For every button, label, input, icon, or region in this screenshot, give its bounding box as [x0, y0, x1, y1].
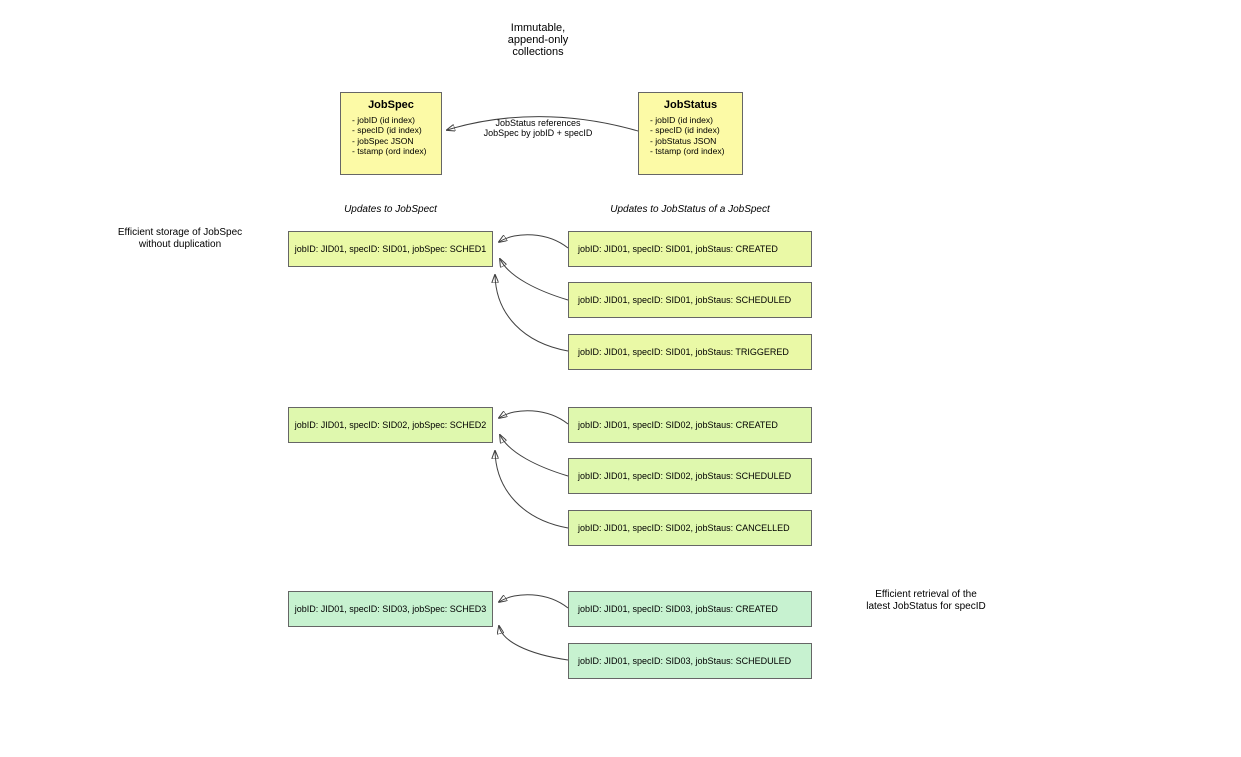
status-edge-sid01-scheduled [500, 259, 569, 301]
left-note: Efficient storage of JobSpec without dup… [80, 227, 280, 251]
column-heading-jobstatus-updates: Updates to JobStatus of a JobSpect [610, 204, 770, 215]
entity-jobstatus: JobStatus - jobID (id index) - specID (i… [638, 92, 743, 175]
right-note-line: Efficient retrieval of the [875, 589, 977, 600]
status-edge-sid03-scheduled [499, 626, 569, 661]
top-note: Immutable, append-only collections [458, 22, 618, 58]
entity-field: - tstamp (ord index) [352, 146, 427, 157]
status-node-text: jobID: JID01, specID: SID02, jobStaus: C… [578, 523, 790, 533]
status-edge-sid02-cancelled [495, 451, 569, 529]
reference-edge-label: JobStatus references JobSpec by jobID + … [438, 118, 638, 138]
entity-field: - jobStatus JSON [650, 135, 717, 146]
status-node-sid01-scheduled: jobID: JID01, specID: SID01, jobStaus: S… [568, 282, 812, 318]
right-note-line: latest JobStatus for specID [866, 601, 986, 612]
top-note-line: append-only [507, 34, 569, 46]
spec-node-text: jobID: JID01, specID: SID02, jobSpec: SC… [294, 420, 487, 430]
spec-node-sid03: jobID: JID01, specID: SID03, jobSpec: SC… [288, 591, 493, 627]
status-edge-sid02-created [499, 410, 569, 425]
status-edge-sid02-scheduled [500, 435, 569, 477]
spec-node-sid01: jobID: JID01, specID: SID01, jobSpec: SC… [288, 231, 493, 267]
entity-field: - jobID (id index) [352, 115, 416, 125]
status-node-text: jobID: JID01, specID: SID02, jobStaus: S… [578, 471, 792, 481]
status-node-sid01-created: jobID: JID01, specID: SID01, jobStaus: C… [568, 231, 812, 267]
left-note-line: Efficient storage of JobSpec [117, 227, 243, 238]
spec-node-text: jobID: JID01, specID: SID01, jobSpec: SC… [294, 244, 487, 254]
entity-field: - jobSpec JSON [352, 135, 414, 146]
top-note-line: collections [512, 46, 564, 58]
status-node-sid03-created: jobID: JID01, specID: SID03, jobStaus: C… [568, 591, 812, 627]
status-edge-sid03-created [499, 594, 569, 609]
status-node-text: jobID: JID01, specID: SID03, jobStaus: S… [578, 656, 792, 666]
entity-jobstatus-title: JobStatus [663, 99, 718, 111]
status-node-sid01-triggered: jobID: JID01, specID: SID01, jobStaus: T… [568, 334, 812, 370]
status-node-sid02-cancelled: jobID: JID01, specID: SID02, jobStaus: C… [568, 510, 812, 546]
entity-field: - specID (id index) [650, 125, 720, 136]
top-note-line: Immutable, [510, 22, 566, 34]
entity-field: - jobID (id index) [650, 115, 714, 125]
reference-edge-label-line: JobSpec by jobID + specID [483, 127, 593, 138]
spec-node-text: jobID: JID01, specID: SID03, jobSpec: SC… [294, 604, 487, 614]
entity-jobspec-title: JobSpec [368, 99, 414, 111]
left-note-line: without duplication [138, 239, 222, 250]
spec-node-sid02: jobID: JID01, specID: SID02, jobSpec: SC… [288, 407, 493, 443]
status-node-sid03-scheduled: jobID: JID01, specID: SID03, jobStaus: S… [568, 643, 812, 679]
entity-field: - specID (id index) [352, 125, 422, 136]
column-heading-jobspec-updates: Updates to JobSpect [344, 204, 437, 215]
status-edge-sid01-triggered [495, 275, 569, 352]
status-node-sid02-scheduled: jobID: JID01, specID: SID02, jobStaus: S… [568, 458, 812, 494]
status-node-sid02-created: jobID: JID01, specID: SID02, jobStaus: C… [568, 407, 812, 443]
entity-field: - tstamp (ord index) [650, 146, 725, 157]
status-node-text: jobID: JID01, specID: SID01, jobStaus: S… [578, 295, 792, 305]
status-node-text: jobID: JID01, specID: SID03, jobStaus: C… [578, 604, 778, 614]
right-note: Efficient retrieval of the latest JobSta… [826, 589, 1026, 613]
status-node-text: jobID: JID01, specID: SID01, jobStaus: T… [578, 347, 789, 357]
status-node-text: jobID: JID01, specID: SID02, jobStaus: C… [578, 420, 778, 430]
entity-jobspec: JobSpec - jobID (id index) - specID (id … [340, 92, 442, 175]
status-node-text: jobID: JID01, specID: SID01, jobStaus: C… [578, 244, 778, 254]
status-edge-sid01-created [499, 234, 569, 249]
